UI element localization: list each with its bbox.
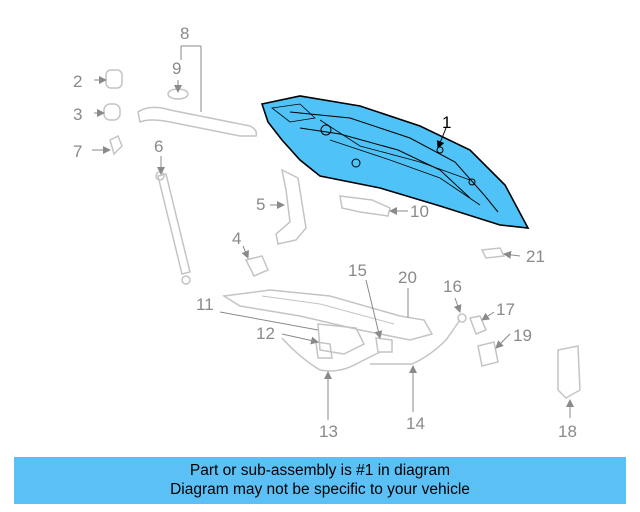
callout-12: 12 bbox=[256, 324, 275, 343]
callout-3: 3 bbox=[73, 105, 82, 124]
banner-line-1: Part or sub-assembly is #1 in diagram bbox=[189, 462, 451, 479]
callout-17: 17 bbox=[496, 300, 515, 319]
clip-part-21[interactable] bbox=[480, 247, 506, 259]
callout-10: 10 bbox=[410, 202, 429, 221]
parts-diagram: 1 2 3 4 5 6 7 8 9 10 11 12 13 14 15 16 1… bbox=[73, 24, 581, 441]
callout-1: 1 bbox=[442, 113, 451, 132]
rod-part-16[interactable] bbox=[457, 313, 467, 323]
callout-18: 18 bbox=[558, 422, 577, 441]
callout-2: 2 bbox=[73, 72, 82, 91]
callout-6: 6 bbox=[154, 137, 163, 156]
hinge-bracket-part-10[interactable] bbox=[339, 195, 391, 217]
weatherstrip-part-8[interactable] bbox=[137, 106, 258, 137]
callout-13: 13 bbox=[319, 422, 338, 441]
latch-part-12[interactable] bbox=[315, 323, 366, 359]
striker-part-15[interactable] bbox=[375, 337, 393, 353]
callout-16: 16 bbox=[443, 277, 462, 296]
callout-11: 11 bbox=[196, 295, 214, 314]
callout-20: 20 bbox=[398, 268, 417, 287]
callout-14: 14 bbox=[406, 414, 425, 433]
info-banner: Part or sub-assembly is #1 in diagram Di… bbox=[14, 457, 626, 504]
support-panel-part-20[interactable] bbox=[221, 289, 434, 341]
bumper-part-3[interactable] bbox=[103, 103, 121, 121]
bracket-part-19[interactable] bbox=[477, 341, 499, 367]
bumper-part-2[interactable] bbox=[105, 69, 123, 89]
callout-15: 15 bbox=[348, 261, 367, 280]
bracket-part-4[interactable] bbox=[244, 255, 269, 277]
clip-part-17[interactable] bbox=[468, 315, 487, 335]
prop-rod-part-18[interactable] bbox=[557, 345, 581, 399]
hinge-part-5[interactable] bbox=[275, 168, 307, 245]
callout-7: 7 bbox=[73, 142, 82, 161]
callout-19: 19 bbox=[513, 326, 532, 345]
callout-9: 9 bbox=[172, 59, 181, 78]
release-cable-part-13[interactable] bbox=[281, 337, 381, 372]
clip-part-7[interactable] bbox=[109, 134, 123, 156]
support-strut-part-6[interactable] bbox=[155, 171, 191, 285]
hood-panel-part-1[interactable] bbox=[260, 95, 530, 229]
banner-line-2: Diagram may not be specific to your vehi… bbox=[170, 481, 470, 498]
callout-4: 4 bbox=[232, 229, 241, 248]
leader-lines bbox=[92, 45, 574, 420]
cable-part-14[interactable] bbox=[370, 319, 461, 365]
callout-5: 5 bbox=[256, 195, 265, 214]
callout-8: 8 bbox=[180, 24, 189, 43]
callout-21: 21 bbox=[526, 247, 545, 266]
